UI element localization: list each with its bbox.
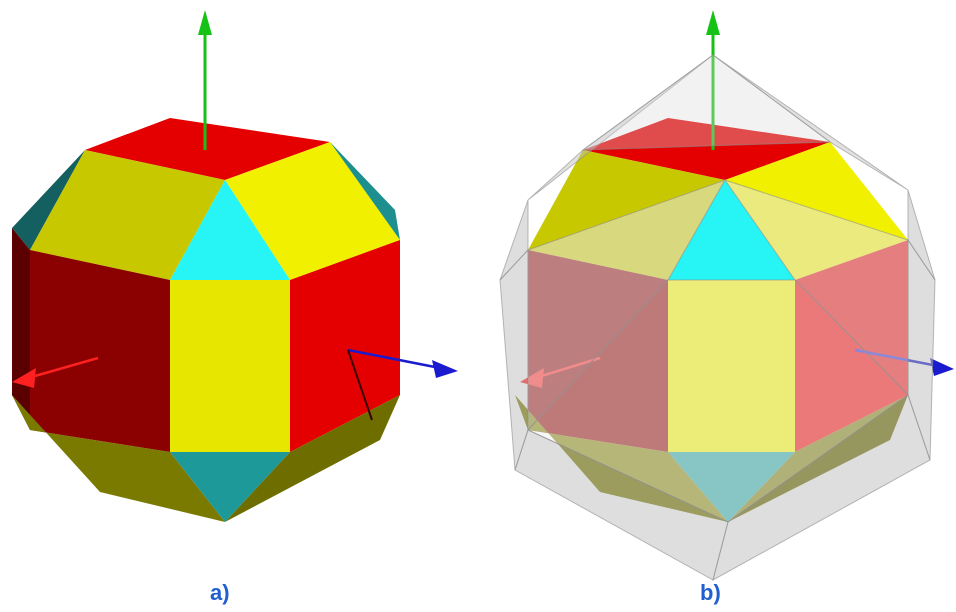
panel-a-face-left-top-triangle	[12, 150, 85, 250]
panel-a-face-front-yellow	[170, 280, 290, 452]
panel-a-face-front-right-square	[290, 240, 400, 452]
panel-a-face-top-triangle	[170, 180, 290, 280]
panel-a-axis-up-arrowhead	[198, 10, 212, 35]
panel-a-polyhedron	[12, 118, 400, 522]
panel-a-axis-left-arrowhead	[12, 368, 36, 388]
panel-a-axis-right	[347, 348, 441, 370]
panel-b-axis-up-arrowhead	[706, 10, 720, 35]
panel-b-axis-right-arrowhead	[930, 358, 954, 376]
panel-a-label: a)	[210, 580, 230, 605]
panel-a-face-bottom-triangle	[170, 452, 290, 522]
panel-b-label: b)	[700, 580, 721, 605]
panel-b-shell-bottom-right	[712, 394, 931, 581]
panel-a-face-top-right-yellow	[225, 142, 400, 280]
panel-a-axis-left	[27, 356, 99, 380]
panel-b-face-top-triangle	[668, 180, 795, 280]
panel-a-face-bottom-right	[225, 395, 400, 522]
panel-a-axes	[12, 10, 458, 421]
panel-a-face-bottom-left	[12, 395, 225, 522]
panel-a-face-top-square	[85, 118, 330, 180]
panel-a-face-top-left-yellow	[30, 150, 225, 280]
panel-a-face-right-triangle	[330, 142, 400, 240]
panel-a-axis-right-hidden	[347, 349, 373, 421]
panel-b-outer-shell	[499, 54, 936, 581]
panel-a-axis-right-arrowhead	[432, 360, 458, 378]
panel-b-face-top-square	[583, 118, 830, 180]
panel-b-shell-top-center	[581, 54, 832, 151]
panel-a-face-front-left-square	[30, 250, 170, 452]
panel-b-shell-left-middle	[499, 248, 529, 471]
